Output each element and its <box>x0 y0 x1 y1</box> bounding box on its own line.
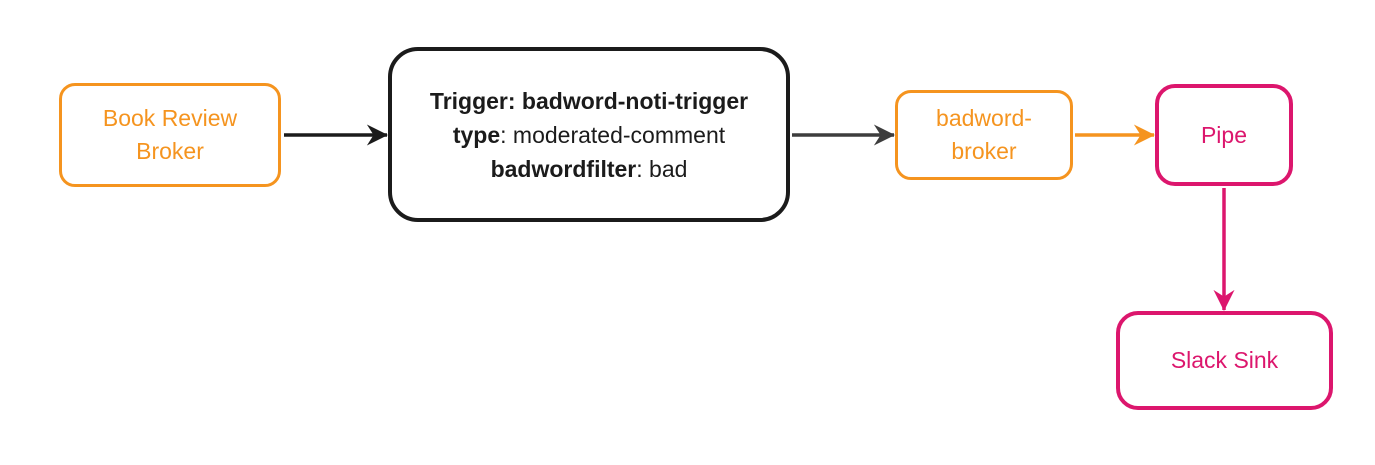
node-badword-broker: badword- broker <box>895 90 1073 180</box>
node-label-line: badword- <box>936 105 1032 131</box>
node-label-line: Book Review <box>102 105 238 131</box>
node-label-line: broker <box>951 138 1017 164</box>
node-book-review-broker: Book Review Broker <box>59 83 281 187</box>
node-label-line: Broker <box>136 138 204 164</box>
node-label: Pipe <box>1200 121 1248 148</box>
node-label: Slack Sink <box>1170 347 1279 373</box>
trigger-name-bold: Trigger: badword-noti-trigger <box>429 87 749 114</box>
trigger-type-key: type <box>452 121 501 148</box>
trigger-filter-line: badwordfilter: bad <box>491 152 688 186</box>
node-trigger: Trigger: badword-noti-trigger type: mode… <box>388 47 790 222</box>
trigger-filter-value: : bad <box>636 155 688 182</box>
node-slack-sink: Slack Sink <box>1116 311 1333 410</box>
trigger-type-line: type: moderated-comment <box>453 118 725 152</box>
trigger-type-value: : moderated-comment <box>500 121 726 148</box>
node-pipe: Pipe <box>1155 84 1293 186</box>
trigger-filter-key: badwordfilter <box>490 155 637 182</box>
trigger-name-line: Trigger: badword-noti-trigger <box>430 84 748 118</box>
